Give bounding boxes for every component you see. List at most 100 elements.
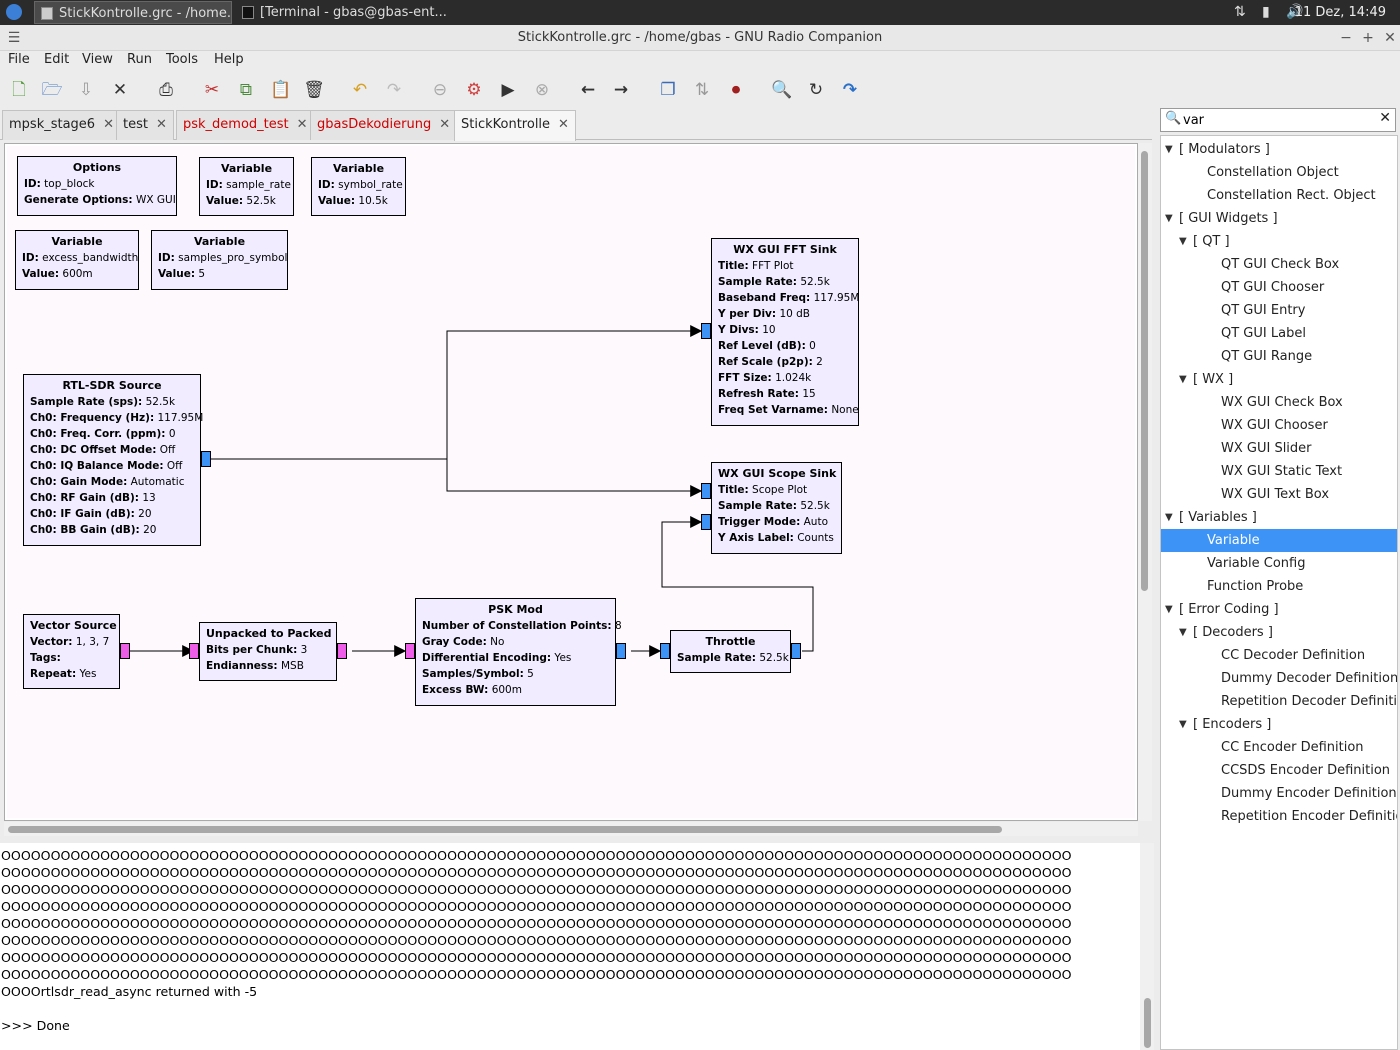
tree-item[interactable]: WX GUI Slider <box>1161 437 1397 460</box>
expander-arrow-icon[interactable]: ▼ <box>1179 627 1187 638</box>
cut-icon[interactable]: ✂ <box>204 80 220 100</box>
tree-category[interactable]: ▼[ WX ] <box>1161 368 1397 391</box>
redo-icon[interactable]: ↷ <box>386 80 402 100</box>
taskbar-window-grc[interactable]: StickKontrolle.grc - /home... <box>34 1 232 24</box>
new-file-icon[interactable]: 🗋 <box>12 80 26 100</box>
block-wx-gui-fft-sink[interactable]: WX GUI FFT Sink Title: FFT Plot Sample R… <box>711 238 859 426</box>
record-icon[interactable]: ⏺ <box>731 80 741 100</box>
scope-sink-in-port-0[interactable] <box>701 483 711 499</box>
unpacked-in-port[interactable] <box>189 643 199 659</box>
tree-category[interactable]: ▼[ Encoders ] <box>1161 713 1397 736</box>
clock[interactable]: 11 Dez, 14:49 <box>1294 5 1386 20</box>
expander-arrow-icon[interactable]: ▼ <box>1165 512 1173 523</box>
menu-file[interactable]: File <box>8 52 30 67</box>
rtl-sdr-out-port[interactable] <box>201 451 211 467</box>
close-tab-icon[interactable]: ✕ <box>296 117 308 132</box>
tree-item[interactable]: Dummy Encoder Definition <box>1161 782 1397 805</box>
delete-icon[interactable]: 🗑 <box>303 80 325 100</box>
tree-item[interactable]: Constellation Rect. Object <box>1161 184 1397 207</box>
fft-sink-in-port[interactable] <box>701 323 711 339</box>
tree-item[interactable]: QT GUI Label <box>1161 322 1397 345</box>
tree-item[interactable]: QT GUI Range <box>1161 345 1397 368</box>
tree-item[interactable]: Function Probe <box>1161 575 1397 598</box>
canvas-vertical-scrollbar[interactable] <box>1138 143 1152 821</box>
tab-gbasdekodierung[interactable]: gbasDekodierung✕ <box>310 110 458 140</box>
open-folder-icon[interactable]: 🗁 <box>41 80 63 100</box>
menu-view[interactable]: View <box>82 52 113 67</box>
expander-arrow-icon[interactable]: ▼ <box>1165 604 1173 615</box>
tree-item[interactable]: Variable Config <box>1161 552 1397 575</box>
block-options[interactable]: Options ID: top_block Generate Options: … <box>17 156 177 216</box>
menu-tools[interactable]: Tools <box>166 52 199 67</box>
tab-stickkontrolle[interactable]: StickKontrolle✕ <box>454 110 576 141</box>
tab-psk-demod-test[interactable]: psk_demod_test✕ <box>176 110 315 140</box>
tree-item[interactable]: Variable <box>1161 529 1397 552</box>
rotate-block-icon[interactable]: ❐ <box>660 80 676 100</box>
block-unpacked-to-packed[interactable]: Unpacked to Packed Bits per Chunk: 3 End… <box>199 622 337 681</box>
reload-icon[interactable]: ↻ <box>808 80 824 100</box>
find-block-icon[interactable]: 🔍 <box>771 80 793 100</box>
tree-item[interactable]: Repetition Encoder Definition <box>1161 805 1397 828</box>
console-scrollbar[interactable] <box>1140 843 1154 1050</box>
block-vector-source[interactable]: Vector Source Vector: 1, 3, 7 Tags: Repe… <box>23 614 120 689</box>
block-variable-sample-rate[interactable]: Variable ID: sample_rate Value: 52.5k <box>199 157 294 216</box>
tab-test[interactable]: test✕ <box>116 110 174 140</box>
close-tab-icon[interactable]: ✕ <box>103 117 114 132</box>
window-menu-icon[interactable]: ☰ <box>7 30 21 46</box>
tree-category[interactable]: ▼[ Decoders ] <box>1161 621 1397 644</box>
tree-item[interactable]: CC Decoder Definition <box>1161 644 1397 667</box>
close-tab-icon[interactable]: ✕ <box>155 117 167 132</box>
tab-mpsk-stage6[interactable]: mpsk_stage6✕ <box>2 110 121 140</box>
tree-item[interactable]: QT GUI Chooser <box>1161 276 1397 299</box>
block-throttle[interactable]: Throttle Sample Rate: 52.5k <box>670 630 791 673</box>
expander-arrow-icon[interactable]: ▼ <box>1179 236 1187 247</box>
canvas-horizontal-scrollbar[interactable] <box>4 822 1138 836</box>
block-variable-excess-bandwidth[interactable]: Variable ID: excess_bandwidth Value: 600… <box>15 230 139 290</box>
minimize-button[interactable]: − <box>1340 30 1352 46</box>
tree-category[interactable]: ▼[ QT ] <box>1161 230 1397 253</box>
tree-item[interactable]: WX GUI Chooser <box>1161 414 1397 437</box>
tree-category[interactable]: ▼[ Variables ] <box>1161 506 1397 529</box>
paste-icon[interactable]: 📋 <box>270 80 292 100</box>
network-icon[interactable]: ⇅ <box>1234 4 1246 20</box>
move-block-icon[interactable]: ⇅ <box>694 80 710 100</box>
menu-help[interactable]: Help <box>214 52 244 67</box>
clear-search-icon[interactable]: ✕ <box>1379 110 1391 126</box>
expander-arrow-icon[interactable]: ▼ <box>1165 213 1173 224</box>
tree-item[interactable]: Repetition Decoder Definition <box>1161 690 1397 713</box>
psk-mod-out-port[interactable] <box>616 643 626 659</box>
search-input[interactable] <box>1183 111 1373 129</box>
close-file-icon[interactable]: ✕ <box>112 80 128 100</box>
execute-play-icon[interactable]: ▶ <box>501 80 515 100</box>
taskbar-window-terminal[interactable]: [Terminal - gbas@gbas-ent... <box>236 1 446 24</box>
search-box[interactable]: 🔍 ✕ <box>1160 108 1396 132</box>
block-psk-mod[interactable]: PSK Mod Number of Constellation Points: … <box>415 598 622 706</box>
scope-sink-in-port-1[interactable] <box>701 514 711 530</box>
throttle-out-port[interactable] <box>791 643 801 659</box>
close-tab-icon[interactable]: ✕ <box>558 117 569 132</box>
maximize-button[interactable]: + <box>1362 30 1374 46</box>
tree-item[interactable]: Constellation Object <box>1161 161 1397 184</box>
kill-stop-icon[interactable]: ⊗ <box>534 80 550 100</box>
volume-icon[interactable]: 🔊 <box>1286 4 1304 20</box>
app-launcher-icon[interactable] <box>6 4 22 20</box>
block-variable-samples-pro-symbol[interactable]: Variable ID: samples_pro_symbol Value: 5 <box>151 230 288 290</box>
console-output[interactable]: OOOOOOOOOOOOOOOOOOOOOOOOOOOOOOOOOOOOOOOO… <box>0 843 1140 1050</box>
tree-item[interactable]: QT GUI Entry <box>1161 299 1397 322</box>
tree-item[interactable]: WX GUI Check Box <box>1161 391 1397 414</box>
block-wx-gui-scope-sink[interactable]: WX GUI Scope Sink Title: Scope Plot Samp… <box>711 462 842 554</box>
flowgraph-canvas[interactable]: Options ID: top_block Generate Options: … <box>7 146 1135 818</box>
expander-arrow-icon[interactable]: ▼ <box>1179 374 1187 385</box>
psk-mod-in-port[interactable] <box>405 643 415 659</box>
tree-category[interactable]: ▼[ Modulators ] <box>1161 138 1397 161</box>
disable-block-icon[interactable]: ⊖ <box>432 80 448 100</box>
scrollbar-thumb[interactable] <box>8 826 1002 833</box>
tree-item[interactable]: CC Encoder Definition <box>1161 736 1397 759</box>
expander-arrow-icon[interactable]: ▼ <box>1179 719 1187 730</box>
tree-item[interactable]: WX GUI Static Text <box>1161 460 1397 483</box>
print-icon[interactable]: ⎙ <box>159 80 173 100</box>
close-tab-icon[interactable]: ✕ <box>439 117 451 132</box>
copy-icon[interactable]: ⧉ <box>239 80 253 100</box>
vector-source-out-port[interactable] <box>120 643 130 659</box>
tree-item[interactable]: Dummy Decoder Definition <box>1161 667 1397 690</box>
